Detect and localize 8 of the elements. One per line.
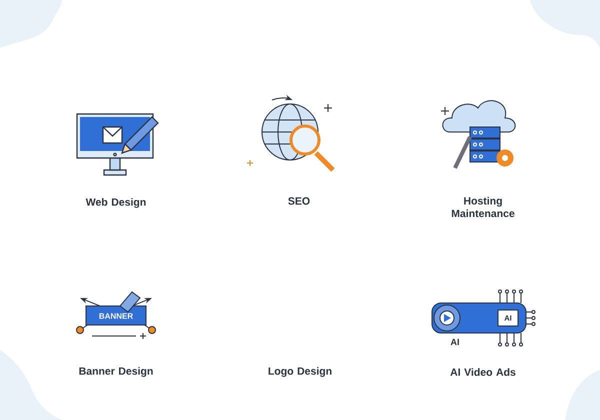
service-label: AI Video Ads: [450, 368, 516, 376]
ai-text: AI: [450, 338, 459, 346]
service-label: Web Design: [86, 198, 146, 208]
service-label: SEO: [288, 197, 310, 205]
service-label: Hosting Maintenance: [452, 196, 514, 218]
banner-text: BANNER: [99, 313, 133, 319]
service-label: Banner Design: [79, 367, 153, 377]
service-label: Logo Design: [268, 367, 332, 377]
